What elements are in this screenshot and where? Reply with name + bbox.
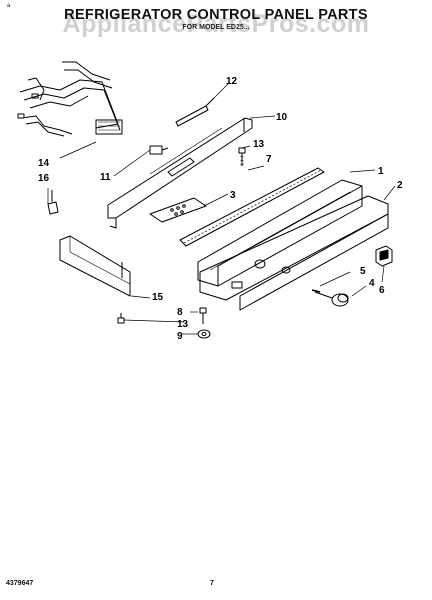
page-title: REFRIGERATOR CONTROL PANEL PARTS [64,7,368,23]
leader-lines [47,83,396,335]
page-subtitle: FOR MODEL ED25... [182,24,250,31]
callout-11: 11 [100,172,111,183]
callout-8: 8 [177,307,183,318]
callout-2: 2 [397,180,403,191]
clip [47,190,59,215]
lower-screw [199,307,207,324]
switch [375,245,393,267]
control-panel [199,195,389,311]
document-number: 4379647 [6,580,34,587]
callout-5: 5 [360,266,366,277]
control-knob [311,289,349,307]
thermistor [175,97,215,127]
callout-15: 15 [152,292,164,303]
callout-6: 6 [379,285,385,296]
callout-14: 14 [38,158,50,169]
callout-3: 3 [230,190,236,201]
wire-harness [17,61,123,137]
callout-7: 7 [266,154,272,165]
control-board [149,197,207,223]
page-number: 7 [210,580,214,587]
callout-13-bottom: 13 [177,319,189,330]
corner-mark: a [7,3,11,9]
callout-10: 10 [276,112,288,123]
watermark: AppliancePartsPros.com [62,10,370,38]
callout-4: 4 [369,278,375,289]
screw-top [238,147,246,166]
washer [197,329,211,339]
callout-13-top: 13 [253,139,265,150]
callout-9: 9 [177,331,183,342]
lower-screw-left [117,313,125,324]
light-guide [179,167,325,247]
callout-12: 12 [226,76,238,87]
mounting-bracket [59,235,131,297]
callout-16: 16 [38,173,50,184]
control-shield [107,117,253,229]
callout-1: 1 [378,166,384,177]
connector [149,145,169,155]
